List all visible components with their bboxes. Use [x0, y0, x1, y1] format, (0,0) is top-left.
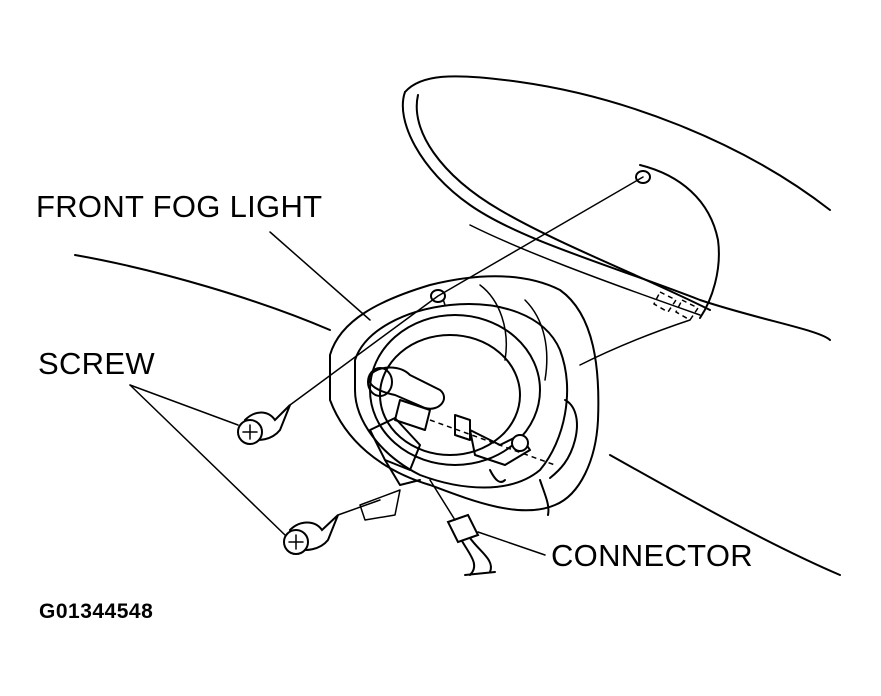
- screw-upper-alignment-line: [289, 176, 644, 406]
- leader-screw-upper: [129, 384, 239, 426]
- screw-label: SCREW: [38, 346, 155, 381]
- leader-front-fog-light: [269, 231, 371, 321]
- connector-plug: [446, 513, 496, 576]
- panel-edge-line-left: [74, 254, 331, 331]
- fog-light-housing: [329, 275, 600, 521]
- front-fog-light-label: FRONT FOG LIGHT: [36, 189, 323, 224]
- screw-lower: [283, 514, 339, 555]
- leader-screw-lower: [129, 384, 286, 536]
- leader-connector: [477, 531, 546, 556]
- bumper-outline: [401, 75, 831, 341]
- connector-alignment-line: [429, 479, 456, 521]
- figure-id: G01344548: [39, 600, 154, 623]
- screw-lower-alignment-line: [337, 499, 381, 516]
- panel-edge-line-right: [609, 454, 841, 576]
- connector-label: CONNECTOR: [551, 538, 753, 573]
- screw-upper: [237, 404, 291, 445]
- panel-inner-line: [579, 319, 691, 366]
